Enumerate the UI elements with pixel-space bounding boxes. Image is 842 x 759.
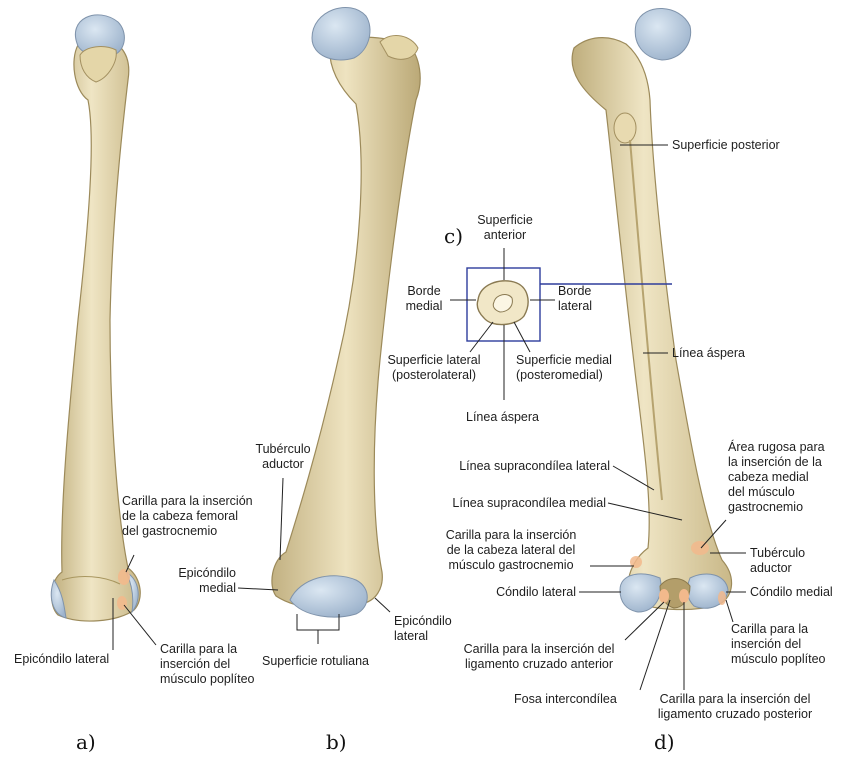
label-tuberculo-aductor-b: Tubérculo aductor bbox=[240, 442, 326, 472]
label-tuberculo-aductor-d: Tubérculo aductor bbox=[750, 546, 805, 576]
label-superficie-posterior: Superficie posterior bbox=[672, 138, 780, 153]
label-linea-aspera-c: Línea áspera bbox=[466, 410, 539, 425]
label-fosa-intercondilea: Fosa intercondílea bbox=[514, 692, 617, 707]
label-carilla-cabeza-lateral: Carilla para la inserción de la cabeza l… bbox=[436, 528, 586, 573]
label-carilla-popliteo-d: Carilla para la inserción del músculo po… bbox=[731, 622, 826, 667]
label-carilla-popliteo-a: Carilla para la inserción del músculo po… bbox=[160, 642, 255, 687]
femur-posterior-view bbox=[572, 8, 731, 612]
label-borde-lateral: Borde lateral bbox=[558, 284, 592, 314]
label-superficie-medial: Superficie medial (posteromedial) bbox=[516, 353, 612, 383]
label-carilla-cruzado-anterior: Carilla para la inserción del ligamento … bbox=[446, 642, 632, 672]
label-linea-supracondilea-medial: Línea supracondílea medial bbox=[392, 496, 606, 511]
label-area-rugosa: Área rugosa para la inserción de la cabe… bbox=[728, 440, 825, 515]
label-carilla-gastrocnemio-a: Carilla para la inserción de la cabeza f… bbox=[122, 494, 253, 539]
label-condilo-medial: Cóndilo medial bbox=[750, 585, 833, 600]
panel-label-a: a) bbox=[76, 730, 96, 754]
panel-label-c: c) bbox=[444, 224, 463, 248]
label-epicondilo-medial-b: Epicóndilo medial bbox=[150, 566, 236, 596]
label-linea-aspera-d: Línea áspera bbox=[672, 346, 745, 361]
label-carilla-cruzado-posterior: Carilla para la inserción del ligamento … bbox=[640, 692, 830, 722]
label-linea-supracondilea-lateral: Línea supracondílea lateral bbox=[392, 459, 610, 474]
label-superficie-anterior: Superficie anterior bbox=[466, 213, 544, 243]
panel-label-d: d) bbox=[654, 730, 675, 754]
label-borde-medial: Borde medial bbox=[396, 284, 452, 314]
label-superficie-rotuliana: Superficie rotuliana bbox=[262, 654, 369, 669]
panel-label-b: b) bbox=[326, 730, 347, 754]
label-superficie-lateral: Superficie lateral (posterolateral) bbox=[376, 353, 492, 383]
label-epicondilo-lateral-a: Epicóndilo lateral bbox=[14, 652, 109, 667]
label-condilo-lateral: Cóndilo lateral bbox=[470, 585, 576, 600]
label-epicondilo-lateral-b: Epicóndilo lateral bbox=[394, 614, 452, 644]
